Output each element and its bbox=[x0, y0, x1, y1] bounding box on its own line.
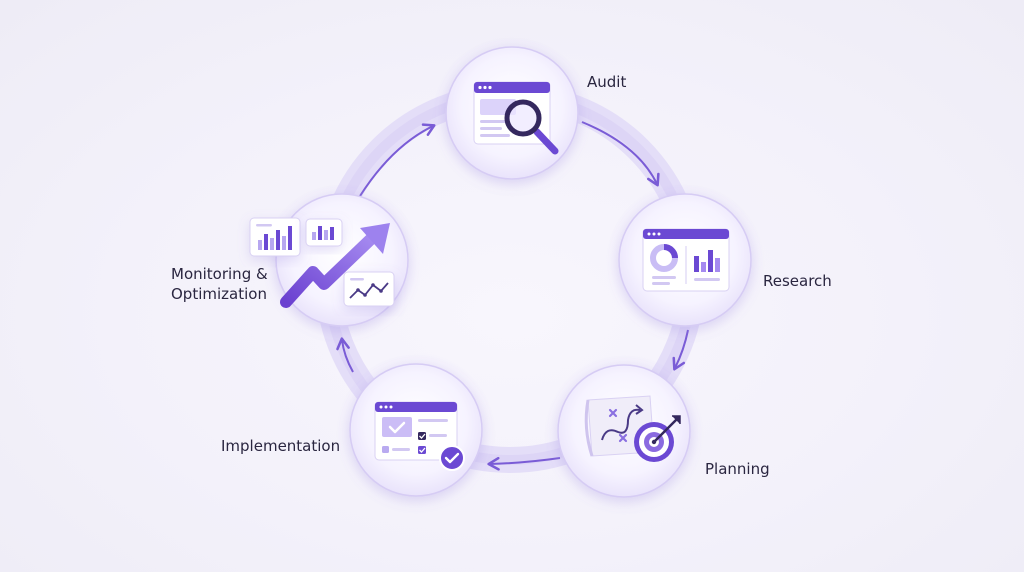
arrow-audit-to-research bbox=[581, 121, 660, 187]
checklist-window-icon bbox=[374, 401, 465, 471]
arrow-monitoring-to-audit bbox=[359, 123, 436, 197]
map-target-icon bbox=[584, 395, 681, 462]
step-label-planning: Planning bbox=[705, 460, 770, 478]
step-label-research: Research bbox=[763, 272, 832, 290]
growth-arrow-charts-icon bbox=[249, 217, 395, 308]
dashboard-charts-icon bbox=[642, 228, 730, 292]
arrow-implementation-to-monitoring bbox=[336, 337, 354, 373]
step-label-audit: Audit bbox=[587, 73, 627, 91]
node-research bbox=[607, 182, 763, 338]
step-label-implementation: Implementation bbox=[221, 437, 341, 455]
node-planning bbox=[546, 353, 702, 509]
node-monitoring bbox=[249, 182, 420, 338]
node-audit bbox=[434, 35, 590, 191]
browser-magnifier-icon bbox=[473, 81, 559, 155]
node-implementation bbox=[338, 352, 494, 508]
step-label-monitoring: Monitoring & Optimization bbox=[171, 265, 268, 303]
